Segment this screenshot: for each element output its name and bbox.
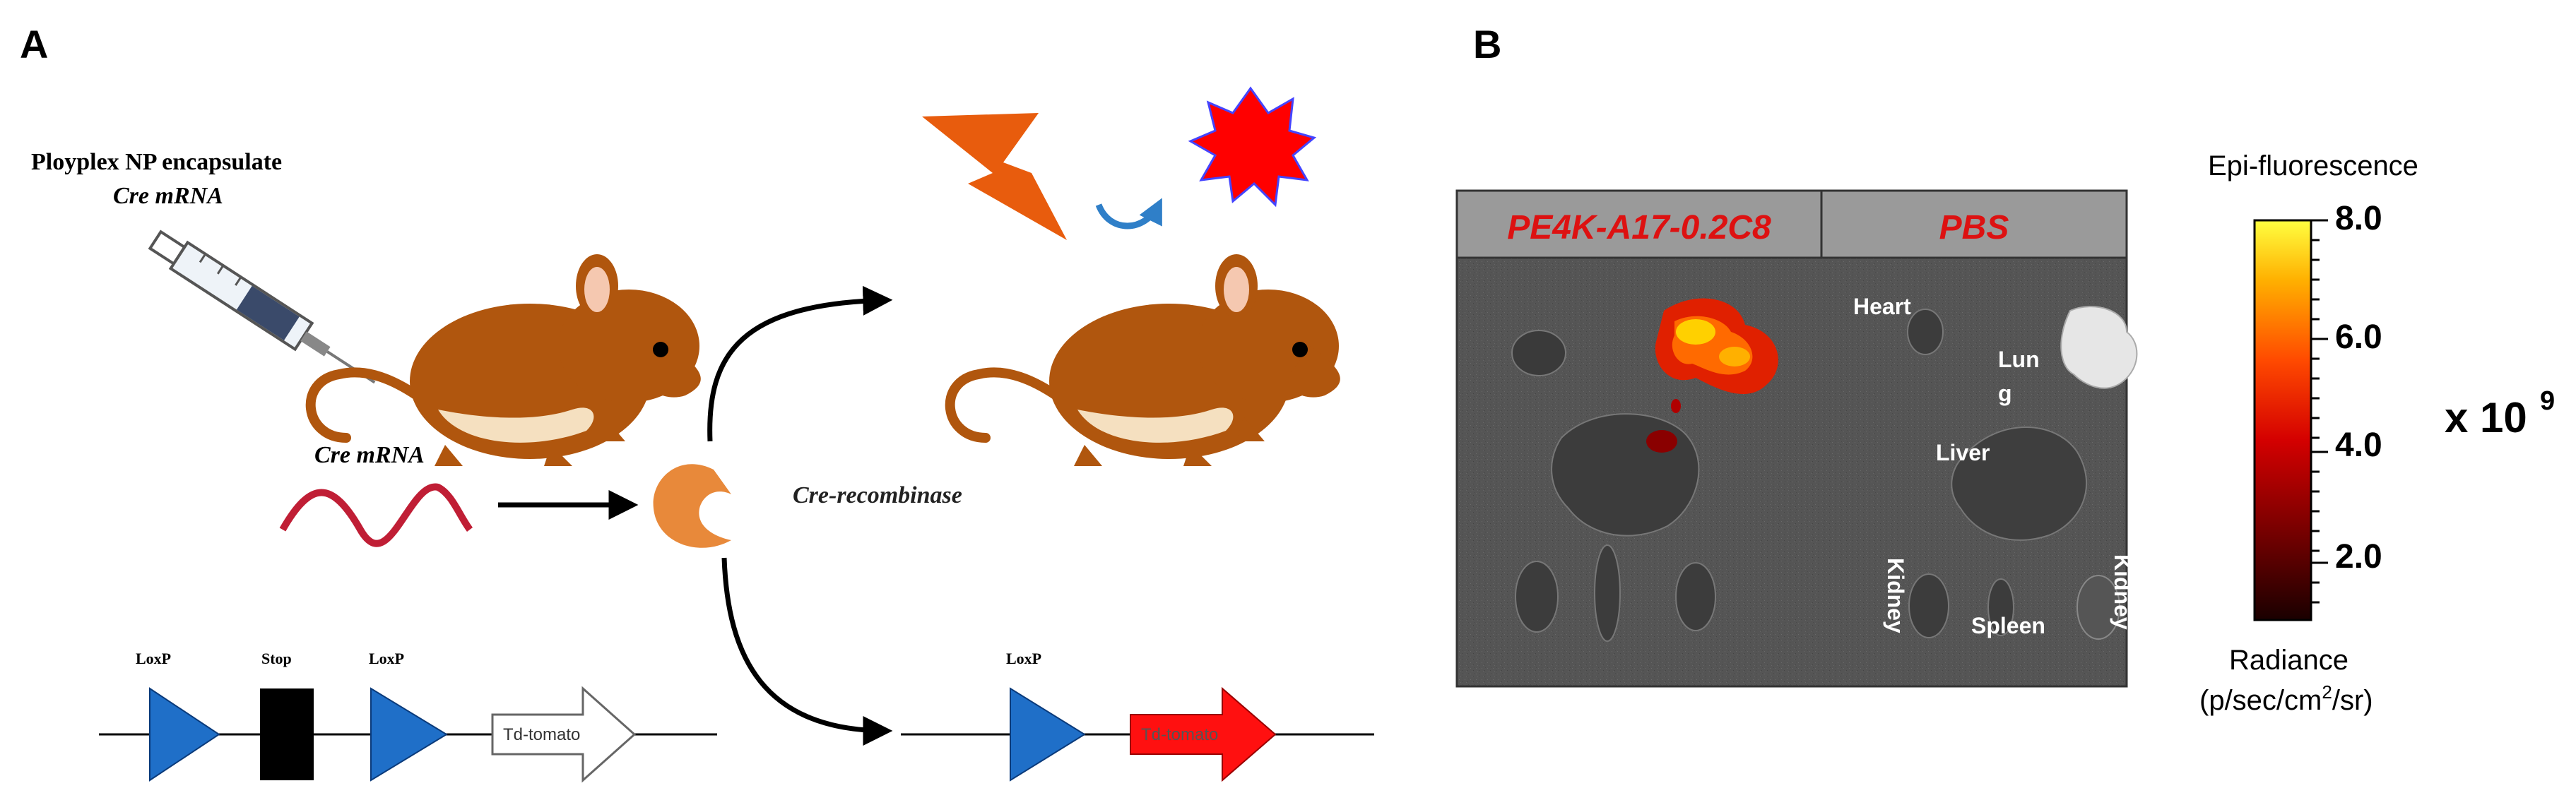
reporter-label-inactive: Td-tomato [503, 725, 580, 744]
lower-branch-arrow [721, 557, 893, 746]
excitation-lightning-icon [922, 113, 1067, 240]
colorbar-unit-tail: /sr) [2332, 685, 2373, 716]
colorbar-tick-2: 2.0 [2335, 538, 2382, 576]
organ-label-lung-line1: Lun [1998, 347, 2040, 372]
mouse-injected-illustration [311, 254, 701, 466]
loxp-label-after: LoxP [1006, 650, 1041, 667]
group-label-control: PBS [1939, 209, 2009, 246]
construct-after: LoxP Td-tomato [901, 650, 1374, 782]
organ-label-spleen: Spleen [1971, 613, 2045, 638]
colorbar-tick-4: 4.0 [2335, 427, 2382, 464]
panel-a-label: A [20, 22, 48, 66]
colorbar-multiplier-exp: 9 [2540, 386, 2555, 416]
mrna-wave-icon [279, 483, 473, 547]
tdtomato-gene-active [1130, 686, 1277, 782]
enzyme-label: Cre-recombinase [793, 482, 962, 508]
organ-heart-treated [1511, 330, 1566, 376]
organ-spleen-treated [1594, 544, 1621, 642]
cre-recombinase-icon [653, 464, 731, 548]
organ-heart-pbs [1907, 309, 1944, 355]
loxp-label-1: LoxP [136, 650, 171, 667]
tdtomato-gene-inactive [491, 686, 637, 783]
organ-liver-pbs [1951, 427, 2088, 541]
colorbar-gradient [2253, 219, 2312, 621]
header-right-cell [1820, 189, 2128, 259]
reporter-label-active: Td-tomato [1141, 725, 1218, 744]
organ-kidney-pbs-right [2076, 575, 2120, 640]
stop-cassette [260, 688, 314, 780]
panel-b-label: B [1473, 22, 1501, 66]
colorbar-unit-exp: 2 [2322, 681, 2332, 703]
construct-before: LoxP Stop LoxP Td-tomato [99, 650, 717, 783]
organ-kidney-pbs-left [1908, 573, 1949, 638]
loxp-site-2 [370, 687, 448, 782]
colorbar-unit-title: Radiance [2229, 645, 2348, 676]
fluorescence-burst-icon [1188, 86, 1317, 208]
colorbar-tick-8: 8.0 [2335, 200, 2382, 237]
organ-label-kidney-left: Kidney [1883, 558, 1908, 633]
colorbar-multiplier: x 10 [2445, 394, 2527, 441]
colorbar-title: Epi-fluorescence [2208, 150, 2418, 181]
organ-kidney-treated-left [1515, 561, 1559, 633]
loxp-site-1 [149, 687, 220, 782]
organ-label-heart: Heart [1853, 294, 1911, 319]
stop-label: Stop [261, 650, 292, 667]
organ-lung-treated-signal [1655, 298, 1778, 394]
organ-label-liver: Liver [1936, 440, 1990, 465]
organ-label-lung-line2: g [1998, 381, 2012, 406]
emission-arrow-icon [1095, 198, 1162, 229]
mrna-label: Cre mRNA [314, 442, 425, 468]
colorbar-tick-6: 6.0 [2335, 318, 2382, 356]
injection-label-line2: Cre mRNA [113, 183, 223, 209]
header-left-cell [1455, 189, 1823, 259]
organ-kidney-treated-right [1675, 562, 1716, 631]
liver-signal-spot-small [1671, 399, 1681, 413]
organ-spleen-pbs [1987, 578, 2014, 636]
colorbar-ticks [2311, 219, 2328, 604]
syringe-icon [148, 229, 376, 384]
colorbar-unit-main: (p/sec/cm [2199, 685, 2322, 716]
group-label-treatment: PE4K-A17-0.2C8 [1507, 209, 1771, 246]
organ-label-kidney-right: Kidney [2110, 554, 2135, 630]
liver-signal-spot [1646, 430, 1677, 453]
loxp-site-after [1010, 687, 1086, 782]
loxp-label-2: LoxP [369, 650, 404, 667]
injection-label-line1: Ployplex NP encapsulate [31, 149, 282, 175]
organ-lung-pbs [2060, 306, 2138, 389]
mouse-fluorescent-illustration [950, 254, 1340, 466]
upper-branch-arrow [707, 285, 893, 442]
colorbar-unit-text: (p/sec/cm2/sr) [2199, 681, 2373, 716]
